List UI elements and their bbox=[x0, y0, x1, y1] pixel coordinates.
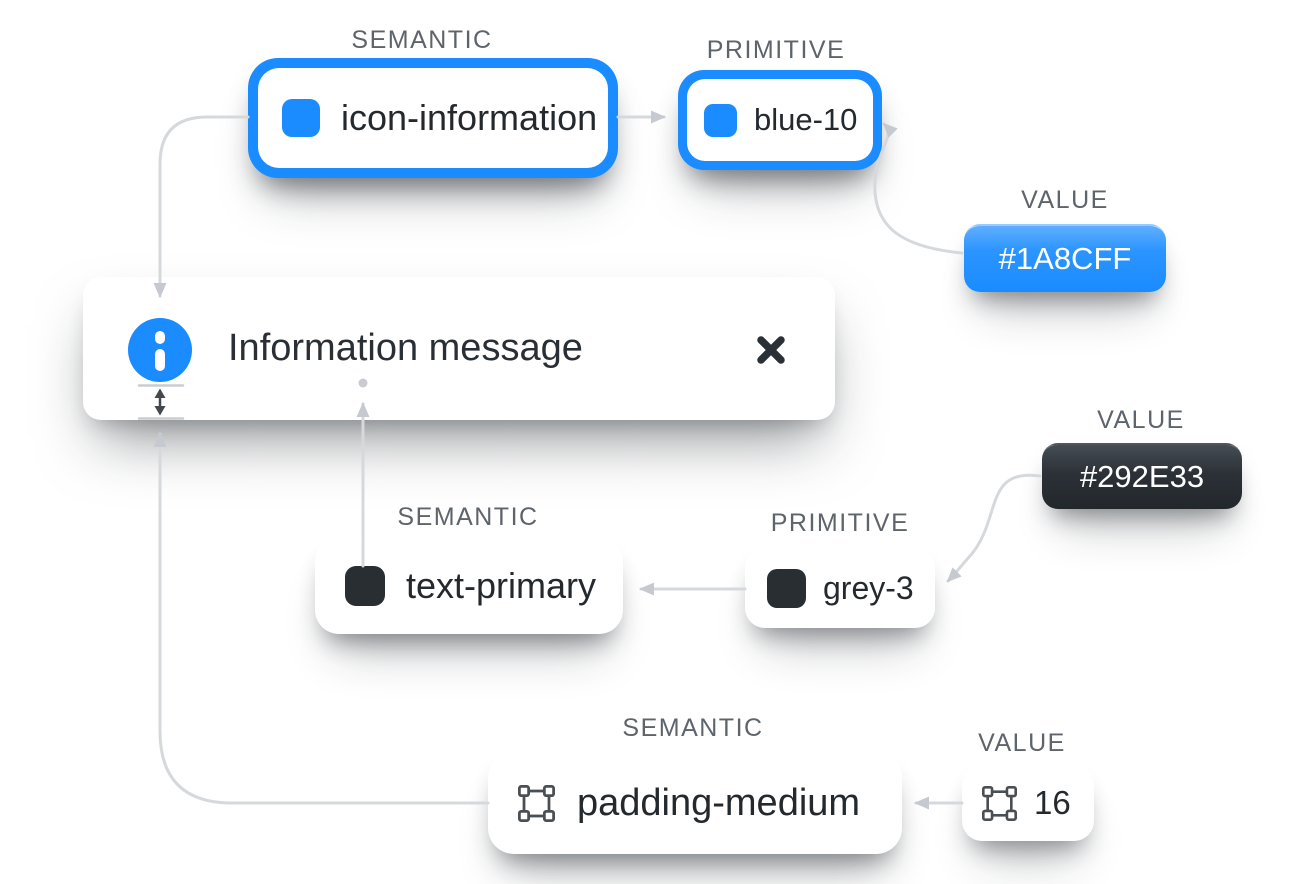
primitive-token-pill-blue-10: blue-10 bbox=[678, 70, 882, 170]
semantic-token-pill-icon-information: icon-information bbox=[248, 58, 618, 178]
token-value: 16 bbox=[1034, 784, 1071, 821]
value-label-icon-token: VALUE bbox=[1021, 186, 1109, 214]
value-pill-dark-hex: #292E33 bbox=[1042, 443, 1242, 509]
token-name: text-primary bbox=[406, 565, 597, 606]
connector-value-to-primitive-grey bbox=[946, 473, 1042, 583]
toast-title: Information message bbox=[228, 327, 583, 369]
dark-swatch-icon bbox=[345, 566, 385, 606]
bounding-box-icon bbox=[518, 784, 555, 822]
semantic-label-icon-token: SEMANTIC bbox=[351, 26, 493, 54]
primitive-token-pill-grey-3: grey-3 bbox=[745, 548, 935, 628]
token-name: blue-10 bbox=[754, 102, 858, 137]
connector-value-to-primitive-icon bbox=[873, 122, 964, 255]
information-toast: Information message bbox=[83, 277, 835, 420]
semantic-label-text-token: SEMANTIC bbox=[397, 503, 539, 531]
token-name: grey-3 bbox=[823, 569, 914, 606]
value-pill-blue-hex: #1A8CFF bbox=[964, 224, 1166, 292]
value-pill-spacing: 16 bbox=[962, 765, 1094, 841]
info-icon bbox=[128, 318, 192, 382]
bounding-box-icon bbox=[982, 785, 1017, 821]
dark-swatch-icon bbox=[767, 568, 806, 608]
semantic-token-pill-padding-medium: padding-medium bbox=[488, 752, 902, 854]
blue-swatch-icon bbox=[704, 103, 737, 137]
primitive-label-icon-token: PRIMITIVE bbox=[706, 36, 846, 64]
connector-semantic-to-toast-icon bbox=[153, 115, 250, 298]
token-name: icon-information bbox=[341, 97, 598, 138]
semantic-token-pill-text-primary: text-primary bbox=[315, 538, 623, 634]
value-label-text-token: VALUE bbox=[1097, 406, 1185, 434]
value-label-spacing-token: VALUE bbox=[978, 729, 1066, 757]
blue-swatch-icon bbox=[282, 99, 320, 137]
token-name: padding-medium bbox=[577, 781, 861, 824]
semantic-label-spacing-token: SEMANTIC bbox=[622, 714, 764, 742]
primitive-label-text-token: PRIMITIVE bbox=[770, 509, 910, 537]
close-icon[interactable] bbox=[749, 328, 793, 372]
